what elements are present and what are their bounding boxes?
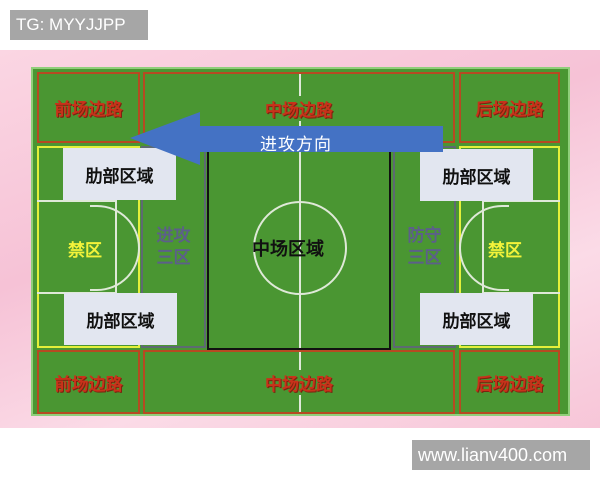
top-lane-middle-label: 中场边路 [263,96,335,121]
half-space-bottom-right: 肋部区域 [420,293,533,345]
half-space-bottom-left: 肋部区域 [64,293,177,345]
bottom-lane-front: 前场边路 [37,350,140,414]
bottom-lane-middle: 中场边路 [143,350,455,414]
top-lane-back: 后场边路 [459,72,560,143]
top-lane-front: 前场边路 [37,72,140,143]
center-circle [253,201,347,295]
left-penalty-label: 禁区 [68,241,102,261]
attack-direction-label: 进攻方向 [260,135,332,155]
watermark-bottom: www.lianv400.com [412,440,590,470]
defend-third-line1: 防守 [407,226,442,246]
bottom-lane-back: 后场边路 [459,350,560,414]
half-space-top-right: 肋部区域 [420,149,533,201]
defend-third-line2: 三区 [407,248,442,268]
right-penalty-label: 禁区 [488,241,522,261]
center-zone-label: 中场区域 [252,239,324,260]
watermark-top: TG: MYYJJPP [10,10,148,40]
attack-third-line2: 三区 [156,248,191,268]
attack-third-line1: 进攻 [156,226,191,246]
bottom-lane-middle-label: 中场边路 [263,369,335,395]
attack-direction-arrow-icon [130,112,443,165]
half-space-top-left: 肋部区域 [63,148,176,200]
